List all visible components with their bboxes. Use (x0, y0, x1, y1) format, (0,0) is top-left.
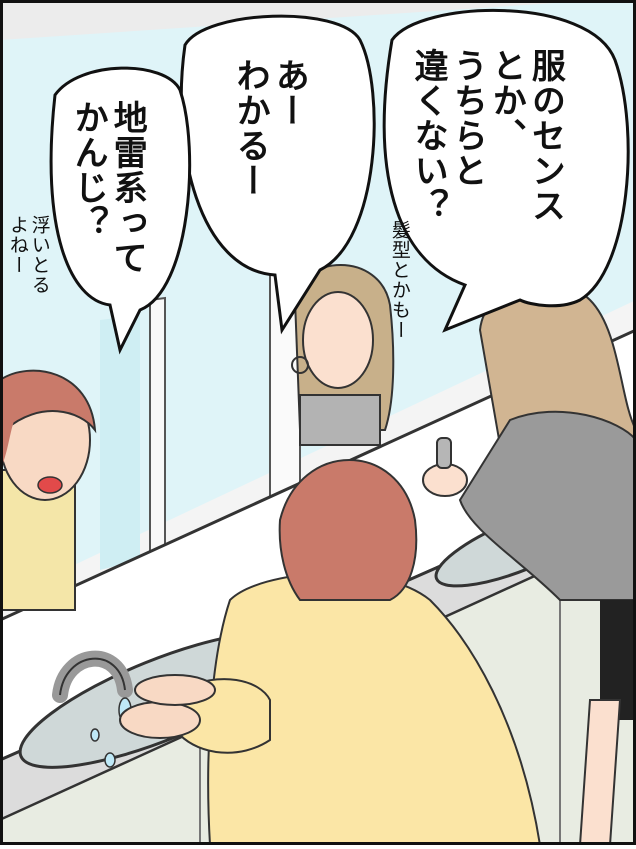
speech-middle-line-1: あー (269, 58, 310, 128)
speech-left-line-1: 地雷系って (107, 100, 148, 275)
speech-right-line-1: 服のセンス (525, 48, 566, 223)
speech-bubble-middle (179, 14, 376, 335)
girl-right (422, 282, 636, 846)
speech-middle-line-2: わかるー (230, 58, 271, 198)
speech-right-line-2: とか、 (486, 48, 527, 153)
speech-right-line-4: 違くない？ (408, 48, 449, 223)
speech-left-line-2: かんじ？ (68, 100, 109, 240)
aside-hair: 髪型とかもー (388, 220, 411, 420)
speech-left: 地雷系って かんじ？ (68, 100, 148, 300)
mirror-girl-right (291, 264, 395, 446)
speech-bubble-left (49, 66, 192, 355)
girl-front (119, 459, 542, 846)
speech-bubble-right (382, 8, 630, 333)
speech-right: 服のセンス とか、 うちらと 違くない？ (408, 48, 566, 288)
aside-hair-text: 髪型とかもー (388, 220, 411, 340)
aside-floating-line-1: 浮いとる (28, 215, 51, 295)
speech-right-line-3: うちらと (447, 48, 488, 188)
mirror-girl-left (0, 369, 97, 611)
aside-floating-line-2: よねー (6, 215, 29, 275)
aside-floating: 浮いとる よねー (6, 215, 51, 375)
speech-middle: あー わかるー (230, 58, 310, 258)
